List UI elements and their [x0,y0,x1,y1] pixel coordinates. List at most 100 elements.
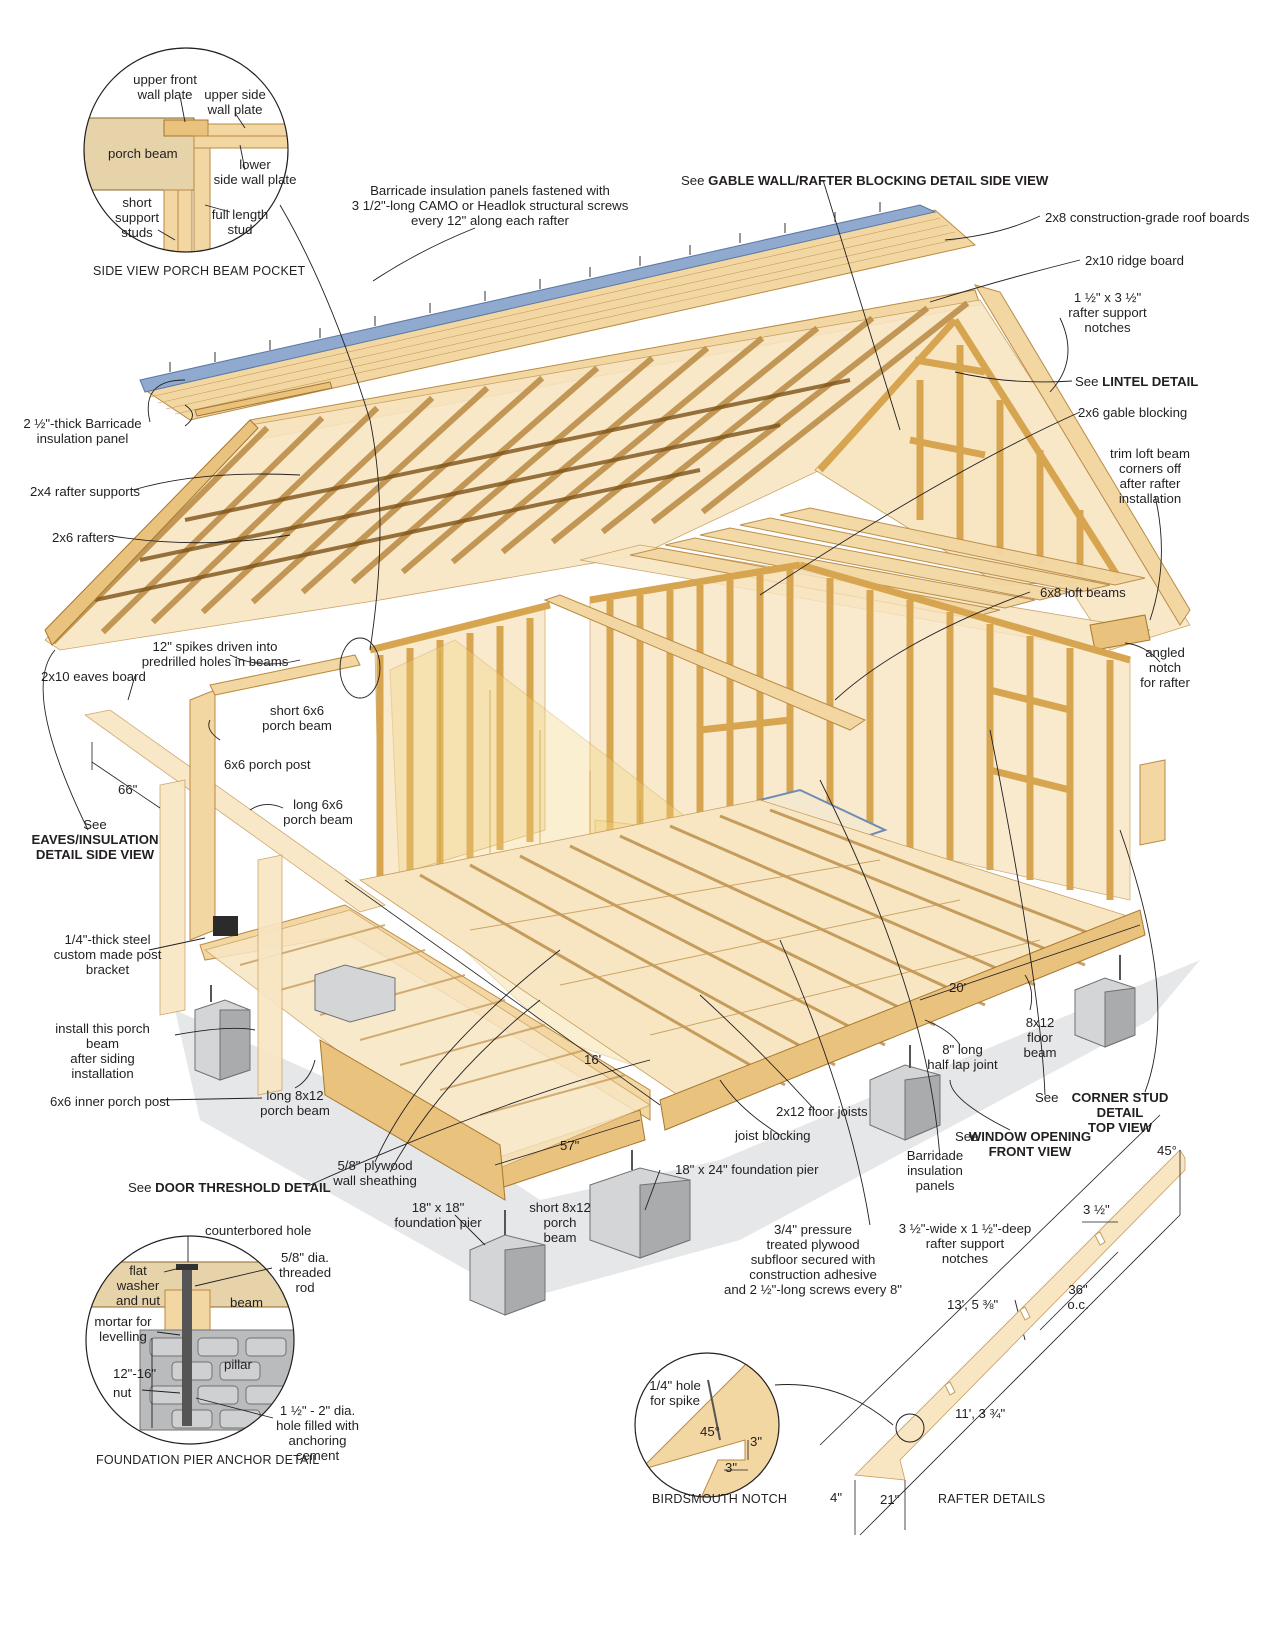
siding-piece [1139,759,1166,846]
label-long-8x12-porch-beam: long 8x12 porch beam [260,1088,330,1118]
long-porch-beam-8x12 [319,1039,506,1201]
rafter-support-piece [194,381,333,417]
porch-pocket-callout-circle [339,637,381,699]
label-floor-joists: 2x12 floor joists [776,1104,868,1119]
label-2x6-rafters: 2x6 rafters [52,530,115,545]
pier-1 [194,999,251,1081]
label-beam: beam [230,1295,263,1310]
lintel-see: See [1075,374,1103,389]
ground-shadow [175,960,1200,1300]
rd-dim-len1: 13', 5 ⅜" [947,1297,999,1312]
label-2x4-rafter-supports: 2x4 rafter supports [30,484,140,499]
label-half-lap-joint: 8" long half lap joint [927,1042,998,1072]
porch-post [189,689,216,941]
label-trim-loft-beam: trim loft beam corners off after rafter … [1110,446,1190,506]
label-steel-bracket: 1/4"-thick steel custom made post bracke… [53,932,162,977]
label-short-6x6-porch-beam: short 6x6 porch beam [262,703,332,733]
label-spikes: 12" spikes driven into predrilled holes … [141,639,289,669]
door-see: See [128,1180,156,1195]
label-inner-porch-post: 6x6 inner porch post [50,1094,170,1109]
label-short-8x12-porch-beam: short 8x12 porch beam [529,1200,591,1245]
gable-bold: GABLE WALL/RAFTER BLOCKING DETAIL SIDE V… [708,173,1049,188]
label-rafter-support-notches: 1 ½" x 3 ½" rafter support notches [1068,290,1147,335]
label-short-support-studs: short support studs [115,195,159,240]
label-full-length-stud: full length stud [211,207,269,237]
floor [199,799,1146,1191]
label-lower-side-wall-plate: lower side wall plate [213,157,297,187]
dim-16: 16' [584,1052,602,1067]
label-loft-beams: 6x8 loft beams [1040,585,1126,600]
label-lintel-detail: See LINTEL DETAIL [1075,374,1198,389]
insulation-panel-edge [139,204,937,393]
dim-57: 57" [560,1138,580,1153]
long-6x6-porch-beam [84,709,386,913]
floor-beam-left [199,904,651,1121]
label-plywood-sheathing: 5/8" plywood wall sheathing [333,1158,417,1188]
dim-12-16: 12"-16" [113,1366,157,1381]
label-mortar: mortar for levelling [94,1314,152,1344]
pier-3 [469,1234,546,1316]
rd-dim-45: 45° [1157,1143,1177,1158]
pier-5 [869,1064,941,1141]
label-flat-washer: flat washer and nut [116,1263,160,1308]
label-ridge-board: 2x10 ridge board [1085,253,1184,268]
label-barricade-fastened: Barricade insulation panels fastened wit… [351,183,629,228]
inner-porch-post-left [159,779,186,1016]
door-bold: DOOR THRESHOLD DETAIL [155,1180,331,1195]
caption-porch-pocket: SIDE VIEW PORCH BEAM POCKET [93,264,306,278]
gable-rafter [973,284,1191,626]
label-eaves-detail: EAVES/INSULATION DETAIL SIDE VIEW [31,832,159,862]
label-threaded-rod: 5/8" dia. threaded rod [278,1250,332,1295]
rd-dim-4: 4" [830,1490,843,1505]
label-pier-18x18: 18" x 18" foundation pier [394,1200,482,1230]
inner-porch-post [257,854,283,1096]
label-floor-beam: 8x12 floor beam [1023,1015,1057,1060]
pier-6 [1074,977,1136,1048]
steel-bracket [213,916,238,936]
dimension-lines [91,742,1141,1166]
label-hole-filled: 1 ½" - 2" dia. hole filled with anchorin… [276,1403,359,1463]
rd-dim-len2: 11', 3 ¾" [955,1406,1006,1421]
short-porch-beam-6x6 [209,654,361,696]
bn-dim-45: 45° [700,1424,720,1439]
pier-4 [589,1167,691,1259]
label-upper-side-wall-plate: upper side wall plate [204,87,266,117]
lintel-bold: LINTEL DETAIL [1102,374,1199,389]
label-roof-boards: 2x8 construction-grade roof boards [1045,210,1250,225]
label-gable-blocking: 2x6 gable blocking [1078,405,1188,420]
label-hole-for-spike: 1/4" hole for spike [649,1378,701,1408]
gable-wall [814,284,1191,626]
dim-66: 66" [118,782,138,797]
label-long-6x6-porch-beam: long 6x6 porch beam [283,797,353,827]
structural-screws [169,202,881,372]
rd-dim-3half: 3 ½" [1083,1202,1110,1217]
leader-lines [42,179,1162,1426]
caption-birdsmouth: BIRDSMOUTH NOTCH [652,1492,788,1506]
label-pillar: pillar [224,1357,252,1372]
rd-dim-21: 21" [880,1492,900,1507]
bn-dim-3b: 3" [725,1460,738,1475]
label-install-porch-beam: install this porch beam after siding ins… [55,1021,150,1081]
label-subfloor: 3/4" pressure treated plywood subfloor s… [724,1222,902,1297]
label-porch-beam: porch beam [108,146,178,161]
inset-porch-beam-pocket [83,47,289,253]
label-barricade-insulation-panels: Barricade insulation panels [906,1148,964,1193]
label-corner-stud-see: See [1035,1090,1059,1105]
gable-see: See [681,173,709,188]
caption-pier-anchor: FOUNDATION PIER ANCHOR DETAIL [96,1453,320,1467]
label-rd-notches: 3 ½"-wide x 1 ½"-deep rafter support not… [898,1221,1032,1266]
label-eaves-see: See [83,817,107,832]
label-gable-wall-detail: See GABLE WALL/RAFTER BLOCKING DETAIL SI… [681,173,1048,188]
label-nut: nut [113,1385,132,1400]
label-window-see: See [955,1129,979,1144]
label-window-opening: WINDOW OPENING FRONT VIEW [968,1129,1092,1159]
label-corner-stud-detail: CORNER STUD DETAIL TOP VIEW [1071,1090,1169,1135]
rafter-detail-drawing [819,1114,1186,1536]
label-angled-notch: angled notch for rafter [1140,645,1190,690]
label-eaves-board: 2x10 eaves board [41,669,146,684]
label-6x6-porch-post: 6x6 porch post [224,757,311,772]
label-upper-front-wall-plate: upper front wall plate [133,72,197,102]
pier-2 [314,964,396,1023]
label-joist-blocking: joist blocking [735,1128,811,1143]
